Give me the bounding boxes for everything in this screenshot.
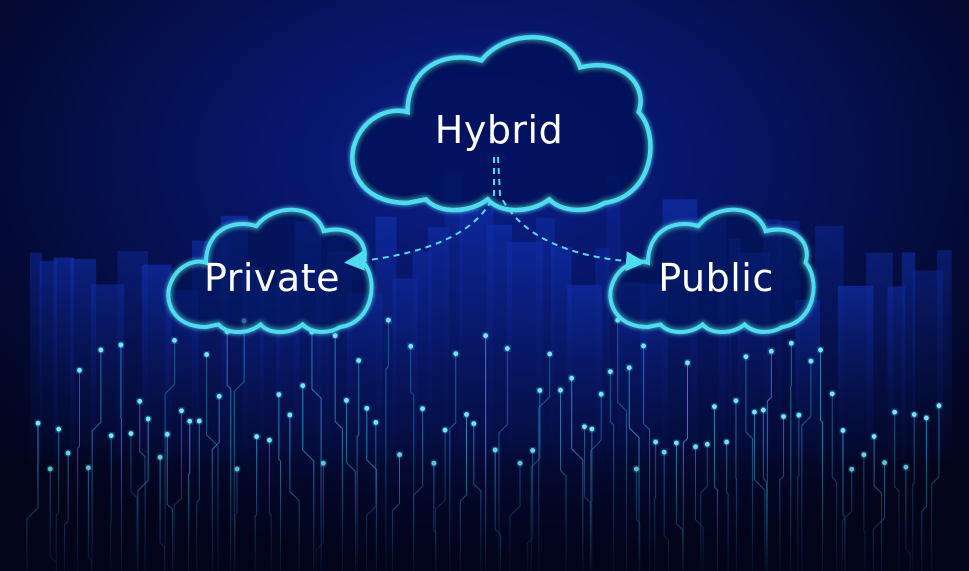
- circuit-node: [936, 403, 942, 409]
- circuit-node: [164, 431, 170, 437]
- circuit-node: [77, 367, 82, 373]
- circuit-node: [204, 352, 210, 357]
- circuit-node: [752, 409, 757, 415]
- circuit-node: [743, 354, 749, 360]
- circuit-node: [145, 416, 151, 422]
- circuit-node: [172, 337, 177, 343]
- skyline-building: [375, 216, 397, 460]
- circuit-node: [108, 433, 114, 439]
- circuit-node: [537, 388, 543, 393]
- circuit-node: [685, 360, 690, 366]
- circuit-node: [558, 387, 563, 393]
- circuit-node: [464, 412, 469, 417]
- skyline-building: [428, 227, 449, 460]
- skyline-building: [887, 286, 906, 460]
- circuit-node: [598, 391, 604, 397]
- circuit-node: [808, 358, 814, 364]
- city-skyline: [30, 172, 952, 460]
- skyline-building: [550, 246, 572, 460]
- circuit-node: [276, 392, 282, 397]
- circuit-node: [641, 343, 646, 349]
- circuit-node: [781, 414, 786, 420]
- node-label-private: Private: [204, 256, 340, 300]
- circuit-node: [332, 333, 338, 339]
- circuit-node: [760, 407, 766, 413]
- skyline-building: [30, 252, 43, 460]
- circuit-node: [483, 333, 489, 339]
- circuit-node: [179, 408, 184, 414]
- circuit-node: [254, 434, 260, 440]
- circuit-node: [137, 398, 143, 404]
- circuit-node: [818, 347, 823, 353]
- circuit-node: [35, 420, 41, 426]
- circuit-node: [442, 427, 448, 433]
- skyline-building: [444, 172, 463, 460]
- circuit-node: [589, 426, 595, 432]
- skyline-building: [595, 248, 610, 460]
- circuit-node: [187, 418, 193, 424]
- skyline-building: [936, 250, 952, 460]
- circuit-node: [216, 393, 222, 399]
- skyline-building: [412, 251, 432, 460]
- circuit-node: [408, 343, 414, 349]
- circuit-node: [385, 317, 391, 323]
- circuit-node: [453, 351, 459, 357]
- circuit-node: [98, 347, 104, 353]
- node-label-hybrid: Hybrid: [434, 108, 564, 152]
- circuit-node: [569, 375, 575, 381]
- circuit-node: [56, 426, 62, 432]
- circuit-node: [768, 348, 774, 354]
- circuit-node: [118, 342, 124, 348]
- circuit-node: [356, 358, 362, 363]
- circuit-node: [547, 351, 553, 357]
- circuit-node: [892, 409, 898, 415]
- circuit-node: [788, 340, 794, 346]
- cloud-private-shape: [166, 207, 374, 334]
- circuit-node: [871, 434, 877, 439]
- skyline-building: [39, 260, 58, 460]
- circuit-node: [626, 365, 632, 371]
- circuit-node: [300, 383, 306, 389]
- edge-hybrid-to-public: [497, 156, 646, 272]
- circuit-node: [196, 418, 202, 424]
- circuit-node: [287, 412, 293, 418]
- edge-hybrid-to-private: [344, 157, 495, 271]
- circuit-node: [582, 424, 587, 430]
- circuit-node: [471, 421, 477, 427]
- circuit-node: [923, 415, 929, 421]
- node-label-public: Public: [658, 256, 774, 300]
- circuit-node: [829, 391, 835, 397]
- skyline-building: [53, 257, 75, 460]
- circuit-node: [607, 369, 613, 375]
- cloud-hybrid-shape: [350, 35, 653, 213]
- circuit-node: [128, 431, 134, 436]
- skyline-building: [901, 252, 916, 460]
- circuit-node: [796, 412, 802, 418]
- circuit-node: [712, 404, 717, 410]
- circuit-node: [420, 406, 425, 412]
- circuit-node: [840, 428, 846, 433]
- circuit-node: [504, 346, 510, 351]
- circuit-node: [364, 405, 370, 411]
- circuit-node: [344, 397, 349, 403]
- skyline-building: [536, 217, 555, 460]
- circuit-node: [733, 398, 739, 404]
- circuit-node: [911, 412, 917, 417]
- circuit-node: [373, 420, 379, 425]
